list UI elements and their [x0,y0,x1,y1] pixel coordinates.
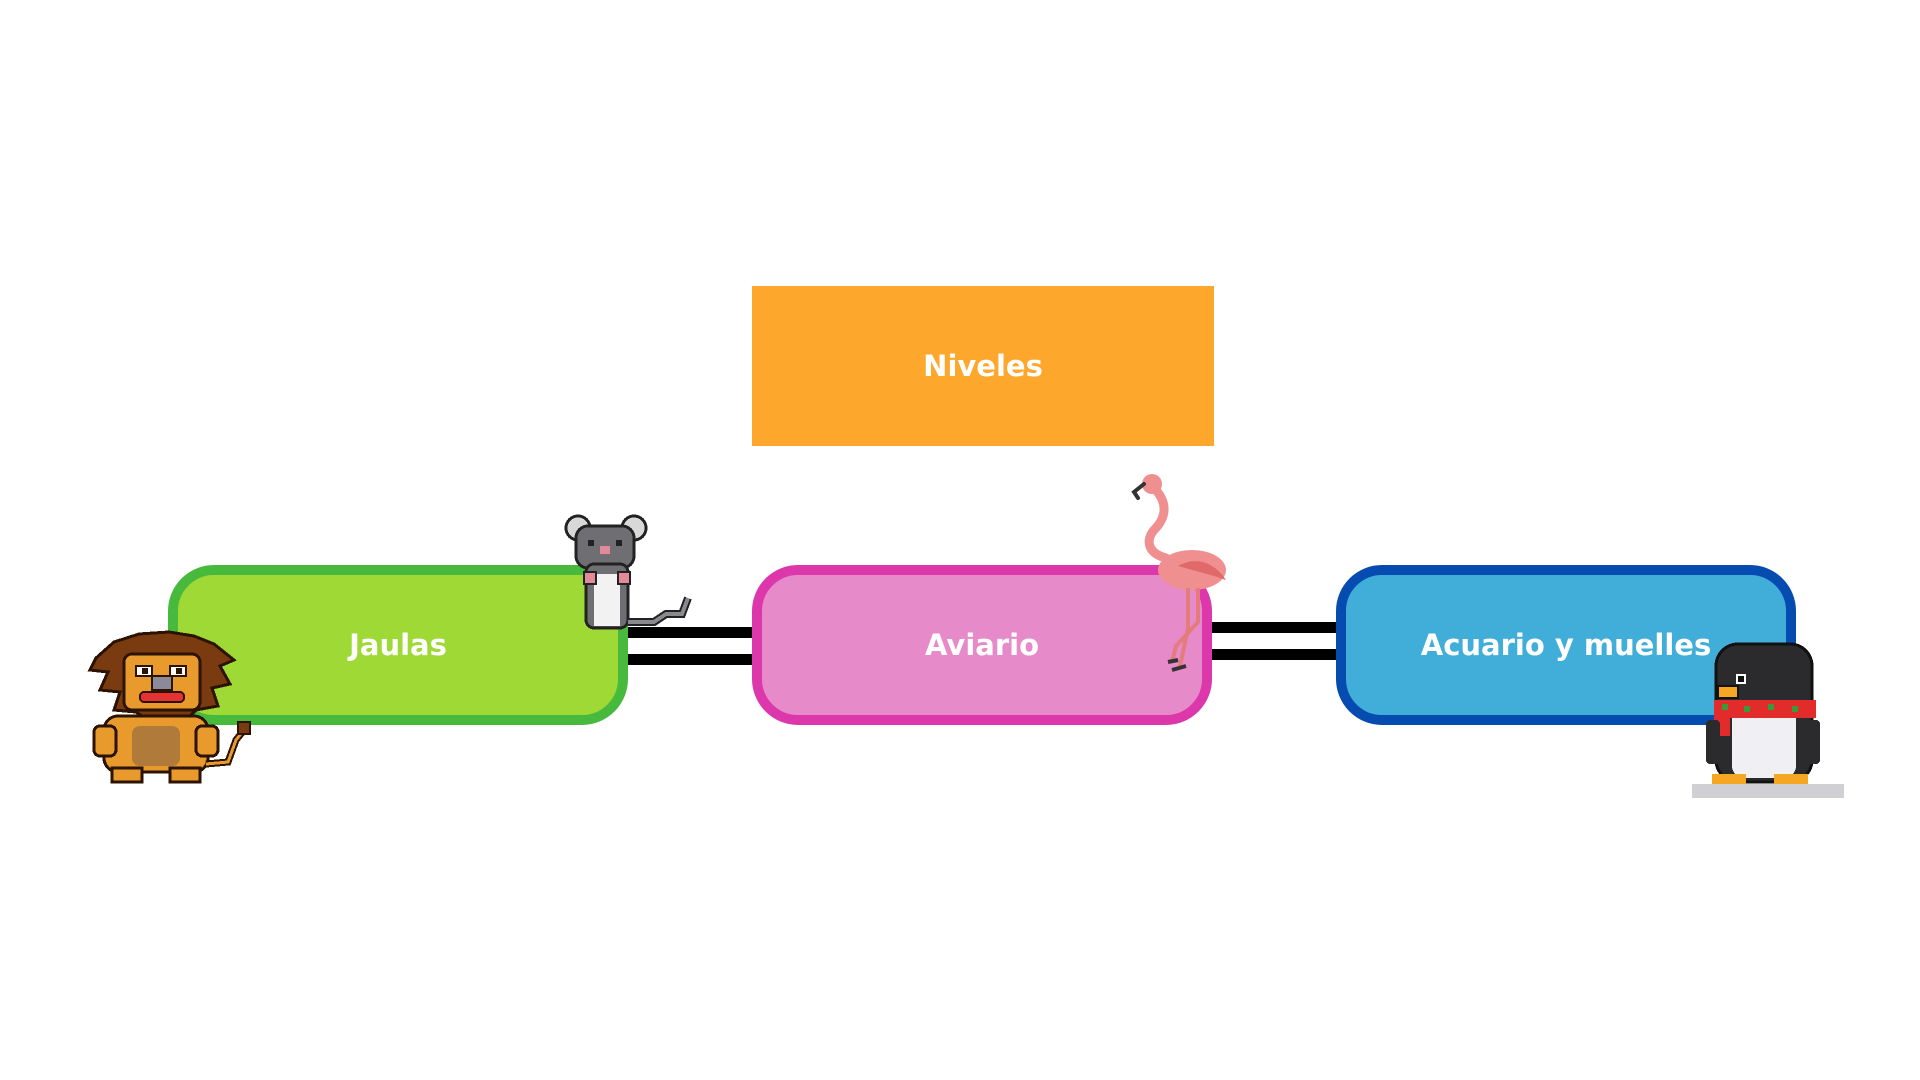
level-label: Jaulas [349,628,447,662]
connector-aviario-acuario [1212,622,1336,662]
level-label: Aviario [925,628,1039,662]
flamingo-icon [1122,470,1232,690]
level-aviario-button[interactable]: Aviario [752,565,1212,725]
levels-title-text: Niveles [923,349,1043,383]
connector-line [628,627,752,638]
level-label: Acuario y muelles [1420,628,1712,662]
connector-line [1212,622,1336,633]
connector-line [628,654,752,665]
penguin-icon [1692,640,1852,802]
lion-icon [84,630,254,790]
connector-line [1212,649,1336,660]
levels-title: Niveles [752,286,1214,446]
mouse-icon [564,514,704,634]
connector-jaulas-aviario [628,627,752,667]
